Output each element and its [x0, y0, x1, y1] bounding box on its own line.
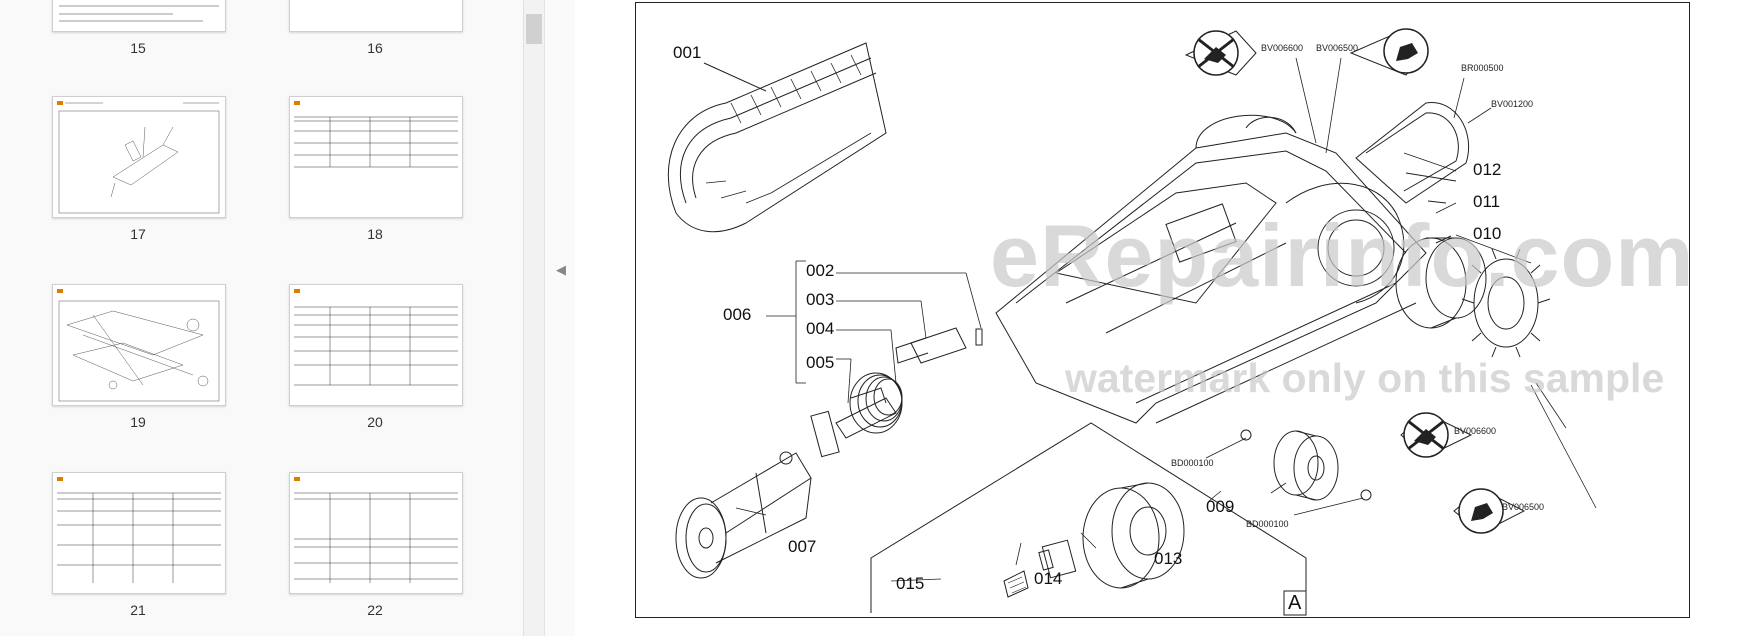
callout-013: 013: [1154, 549, 1183, 568]
track-roller: [1273, 430, 1339, 501]
page-number-label: 22: [367, 602, 383, 618]
part-code-label: BV006600: [1261, 43, 1304, 53]
page-number-label: 17: [130, 226, 146, 242]
page-thumbnail-15[interactable]: [52, 0, 226, 32]
sidebar-scroll-thumb[interactable]: [526, 14, 542, 44]
watermark-sub: watermark only on this sample: [1065, 355, 1665, 401]
part-code-label: BR000500: [1461, 63, 1504, 73]
pictogram-danger-top: [1349, 28, 1429, 76]
collapse-sidebar-button[interactable]: ◀: [556, 262, 566, 277]
part-code-label: BV006500: [1316, 43, 1359, 53]
callout-012: 012: [1473, 160, 1502, 179]
part-code-label: BD000100: [1171, 458, 1214, 468]
watermark-main: eRepairinfo.com: [990, 206, 1695, 305]
pictogram-no-hand-top: [1184, 30, 1257, 76]
callout-014: 014: [1034, 569, 1063, 588]
callout-006: 006: [723, 305, 752, 324]
detail-a-parts: [1003, 482, 1185, 598]
callout-003: 003: [806, 290, 835, 309]
undercarriage-frame: [995, 114, 1427, 424]
part-code-label: BV006500: [1502, 502, 1545, 512]
track-drawing: [667, 42, 887, 233]
page-thumbnail-20[interactable]: [289, 284, 463, 406]
drive-motor-and-sprocket: [1395, 237, 1551, 358]
page-number-label: 16: [367, 40, 383, 56]
page-thumbnail-21[interactable]: [52, 472, 226, 594]
exploded-parts-diagram: [667, 28, 1597, 616]
pictogram-danger-bottom: [1453, 488, 1526, 534]
sidebar-scrollbar[interactable]: [523, 0, 544, 636]
callout-005: 005: [806, 353, 835, 372]
thumbnail-sidebar: 15 16 17 18: [0, 0, 523, 636]
callout-010: 010: [1473, 224, 1502, 243]
callout-001: 001: [673, 43, 702, 62]
panel-splitter[interactable]: [544, 0, 576, 636]
page-number-label: 21: [130, 602, 146, 618]
callout-011: 011: [1473, 192, 1501, 211]
page-number-label: 15: [130, 40, 146, 56]
page-thumbnail-18[interactable]: [289, 96, 463, 218]
part-code-label: BD000100: [1246, 519, 1289, 529]
front-idler: [675, 451, 812, 579]
page-thumbnail-19[interactable]: [52, 284, 226, 406]
page-number-label: 19: [130, 414, 146, 430]
page-number-label: 18: [367, 226, 383, 242]
page-thumbnail-17[interactable]: [52, 96, 226, 218]
part-code-label: BV001200: [1491, 99, 1534, 109]
diagram-page: 001 002 003 004 005 006 007 009 010 011 …: [635, 2, 1690, 618]
part-code-label: BV006600: [1454, 426, 1497, 436]
callout-007: 007: [788, 537, 817, 556]
page-thumbnail-16[interactable]: [289, 0, 463, 32]
page-thumbnail-22[interactable]: [289, 472, 463, 594]
callout-004: 004: [806, 319, 835, 338]
callout-015: 015: [896, 574, 925, 593]
callout-009: 009: [1206, 497, 1235, 516]
page-number-label: 20: [367, 414, 383, 430]
detail-a-label: A: [1288, 592, 1302, 614]
pictogram-no-hand-bottom: [1400, 412, 1473, 458]
track-tensioner: [810, 327, 983, 458]
callout-002: 002: [806, 261, 835, 280]
